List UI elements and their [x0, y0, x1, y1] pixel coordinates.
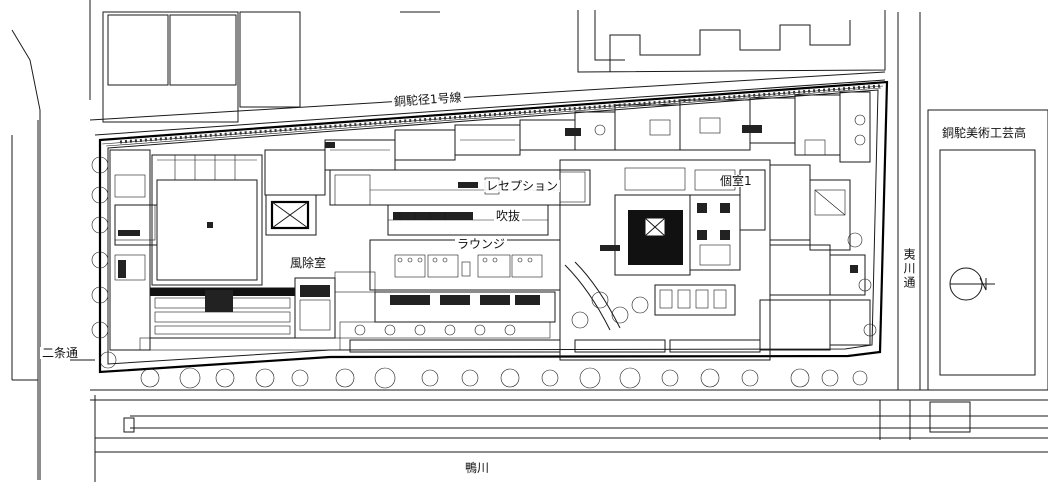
- north-hedge: [119, 84, 881, 144]
- south-strip: [349, 339, 761, 353]
- street-west-label: 二条通: [40, 346, 81, 360]
- riverside-trees: [140, 367, 868, 389]
- building-outline: [98, 80, 889, 374]
- school-label: 銅駝美術工芸高: [940, 126, 1029, 140]
- dining-area: [559, 159, 771, 361]
- atrium-label: 吹抜: [494, 209, 523, 223]
- surrounding-streets: [11, 0, 1048, 482]
- lounge-area: [339, 239, 561, 339]
- lounge-label: ラウンジ: [455, 237, 508, 251]
- reception-label: レセプション: [484, 179, 561, 193]
- main-hall: [114, 154, 263, 286]
- stair-tower: [265, 194, 317, 236]
- west-garden: [91, 149, 156, 369]
- windbreak-label: 風除室: [288, 256, 329, 270]
- atrium-void: [387, 204, 549, 236]
- east-wing: [759, 164, 877, 351]
- private-room-label: 個室1: [718, 174, 754, 188]
- north-service-rooms: [264, 91, 871, 196]
- terrace-seating: [139, 271, 376, 351]
- river-label: 鴨川: [465, 461, 490, 475]
- street-east-label: 夷川通: [902, 248, 916, 290]
- school-symbol-icon: [949, 267, 995, 301]
